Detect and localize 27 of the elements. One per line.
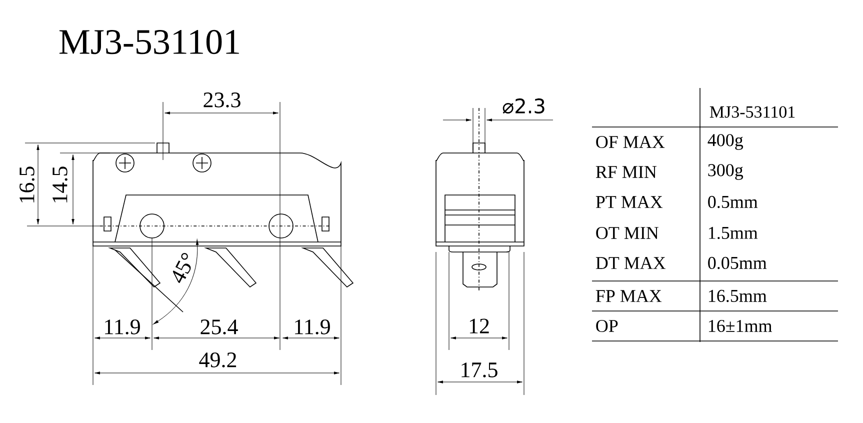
table-cell: OF MAX [596, 136, 665, 148]
dimension-label: 49.2 [199, 352, 236, 368]
dimension-label: 45° [172, 253, 191, 284]
table-cell: PT MAX [596, 196, 663, 208]
table-cell: FP MAX [596, 290, 662, 302]
table-cell: DT MAX [596, 257, 666, 269]
title: MJ3-531101 [59, 30, 239, 54]
table-cell: 400g [708, 134, 744, 150]
dimension-label: 14.5 [52, 166, 68, 202]
table-cell: 300g [708, 164, 744, 180]
dimension-label: 25.4 [200, 320, 238, 334]
dimension-label: 11.9 [105, 320, 140, 334]
dimension-label: 16.5 [20, 166, 34, 202]
table-header: MJ3-531101 [710, 106, 795, 118]
table-cell: OP [596, 320, 618, 332]
table-cell: 16±1mm [708, 320, 772, 332]
dimension-label: 12 [470, 318, 489, 334]
table-cell: 16.5mm [708, 290, 767, 302]
table-cell: OT MIN [596, 226, 658, 240]
table-cell: 0.5mm [708, 196, 758, 208]
dimension-label: 17.5 [462, 362, 498, 378]
dimension-label: 23.3 [204, 92, 240, 108]
dimension-label: ⌀2.3 [502, 98, 544, 114]
table-cell: RF MIN [596, 166, 656, 178]
table-cell: 1.5mm [708, 226, 758, 240]
table-cell: 0.05mm [708, 256, 767, 270]
dimension-label: 11.9 [295, 320, 330, 334]
